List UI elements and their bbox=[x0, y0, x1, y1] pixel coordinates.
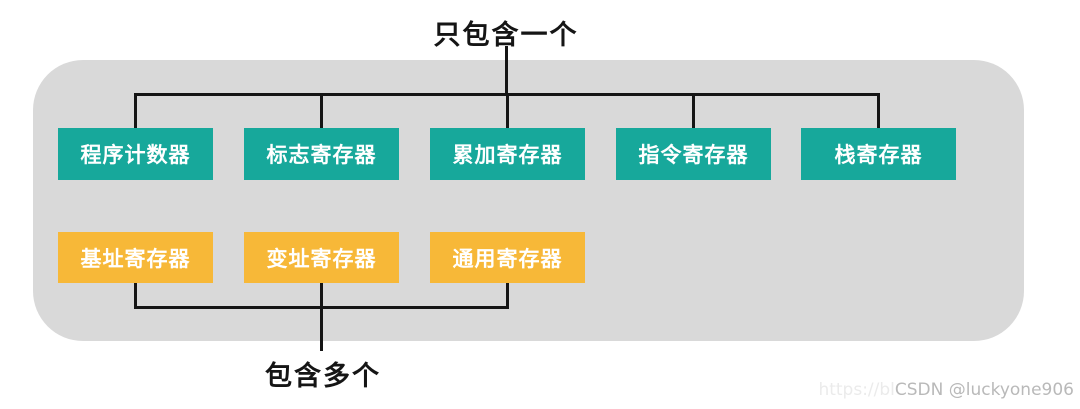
register-box-index-register: 变址寄存器 bbox=[244, 232, 399, 283]
watermark-user-text: CSDN @luckyone906 bbox=[894, 380, 1074, 400]
connector-stub-instruction-register bbox=[692, 93, 695, 128]
register-box-stack-register: 栈寄存器 bbox=[801, 128, 956, 180]
connector-bstub-base-register bbox=[134, 283, 137, 309]
watermark: https://blCSDN @luckyone906 bbox=[818, 380, 1074, 400]
connector-bottom-drop-line bbox=[320, 283, 323, 351]
register-box-program-counter: 程序计数器 bbox=[58, 128, 213, 180]
register-box-instruction-register: 指令寄存器 bbox=[616, 128, 771, 180]
registers-panel bbox=[33, 60, 1024, 341]
connector-stub-accumulator bbox=[506, 93, 509, 128]
connector-stub-program-counter bbox=[134, 93, 137, 128]
multiple-count-label: 包含多个 bbox=[265, 361, 381, 392]
connector-stub-flag-register bbox=[320, 93, 323, 128]
connector-top-drop-line bbox=[505, 46, 508, 94]
connector-stub-stack-register bbox=[877, 93, 880, 128]
register-box-general-register: 通用寄存器 bbox=[430, 232, 585, 283]
register-box-accumulator: 累加寄存器 bbox=[430, 128, 585, 180]
register-box-base-register: 基址寄存器 bbox=[58, 232, 213, 283]
connector-bstub-general-register bbox=[506, 283, 509, 309]
register-box-flag-register: 标志寄存器 bbox=[244, 128, 399, 180]
single-count-label: 只包含一个 bbox=[433, 20, 579, 51]
watermark-url-text: https://bl bbox=[818, 380, 895, 400]
